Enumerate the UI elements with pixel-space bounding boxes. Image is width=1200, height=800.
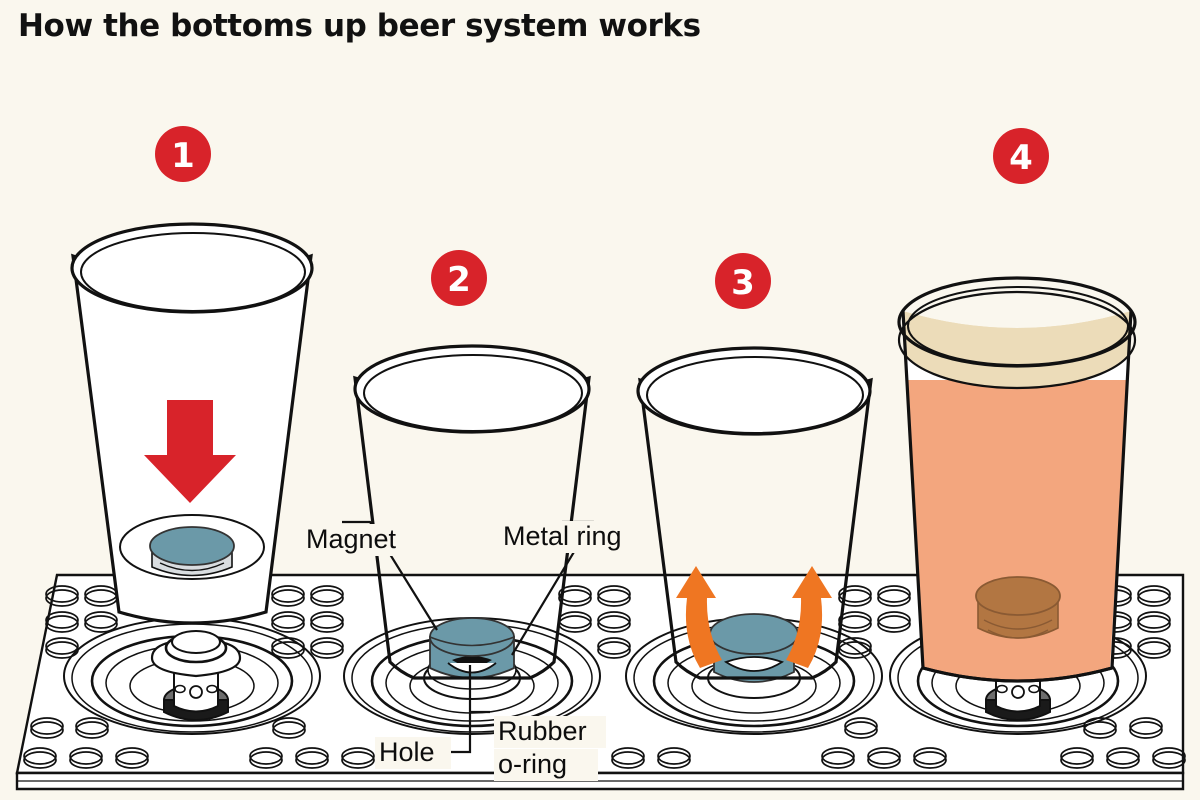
dispenser-nozzle-4 bbox=[985, 669, 1051, 721]
foam-surface-line bbox=[897, 290, 1137, 390]
callout-bg-rubber bbox=[494, 716, 606, 748]
glass-2-rim-inner bbox=[363, 354, 583, 432]
callout-bg-metal-ring bbox=[499, 521, 649, 553]
step-badges: 1 2 3 4 bbox=[155, 126, 1049, 309]
callout-labels: Magnet Metal ring Hole Rubber o-ring bbox=[302, 521, 649, 781]
magnet-assembly-1 bbox=[149, 526, 235, 577]
badge-circle-4 bbox=[993, 128, 1049, 184]
up-arrow-left bbox=[676, 566, 722, 668]
badge-label-3: 3 bbox=[731, 263, 755, 303]
up-arrows-orange bbox=[676, 566, 832, 668]
dispenser-nozzle-1 bbox=[150, 630, 242, 721]
glass-1-rim-outer bbox=[70, 222, 314, 314]
step-badge-2[interactable]: 2 bbox=[431, 250, 487, 306]
glass-2-rim-outer bbox=[353, 344, 591, 434]
page-title: How the bottoms up beer system works bbox=[18, 8, 701, 44]
magnet-assembly-2 bbox=[423, 617, 521, 700]
badge-label-4: 4 bbox=[1009, 138, 1033, 178]
callout-metal-ring: Metal ring bbox=[503, 521, 622, 551]
callout-magnet: Magnet bbox=[306, 524, 397, 554]
callout-hole: Hole bbox=[379, 737, 435, 767]
callout-bg-hole bbox=[375, 737, 451, 769]
hole-open-3 bbox=[723, 656, 785, 672]
badge-circle-1 bbox=[155, 126, 211, 182]
step-badge-1[interactable]: 1 bbox=[155, 126, 211, 182]
step-badge-3[interactable]: 3 bbox=[715, 253, 771, 309]
up-arrow-right bbox=[786, 566, 832, 668]
callout-rubber-line1: Rubber bbox=[498, 716, 587, 746]
badge-label-1: 1 bbox=[171, 136, 195, 176]
callout-rubber-line2: o-ring bbox=[498, 749, 567, 779]
magnet-disc-1 bbox=[149, 526, 235, 566]
glass-step-3 bbox=[636, 346, 873, 680]
step-badge-4[interactable]: 4 bbox=[993, 128, 1049, 184]
leader-magnet bbox=[342, 520, 438, 631]
callout-bg-magnet bbox=[302, 524, 410, 556]
glass-4-rim-outer bbox=[897, 276, 1137, 368]
magnet-disc-2 bbox=[429, 617, 515, 657]
badge-circle-2 bbox=[431, 250, 487, 306]
magnet-disc-3 bbox=[709, 613, 799, 655]
magnet-assembly-4 bbox=[975, 576, 1061, 639]
glass-step-1 bbox=[70, 222, 314, 625]
glass-step-2 bbox=[353, 344, 591, 680]
badge-circle-3 bbox=[715, 253, 771, 309]
magnet-assembly-3 bbox=[707, 613, 801, 699]
badge-label-2: 2 bbox=[447, 260, 471, 300]
glass-step-4 bbox=[897, 276, 1137, 683]
glass-4-rim-inner bbox=[907, 286, 1129, 366]
glass-3-rim-inner bbox=[646, 356, 864, 434]
callout-bg-oring bbox=[494, 749, 598, 781]
magnet-disc-4 bbox=[975, 576, 1061, 616]
glass-4-base bbox=[922, 666, 1113, 683]
down-arrow-red bbox=[144, 400, 236, 503]
glass-3-rim-outer bbox=[636, 346, 872, 436]
glass-1-rim-inner bbox=[80, 232, 306, 312]
